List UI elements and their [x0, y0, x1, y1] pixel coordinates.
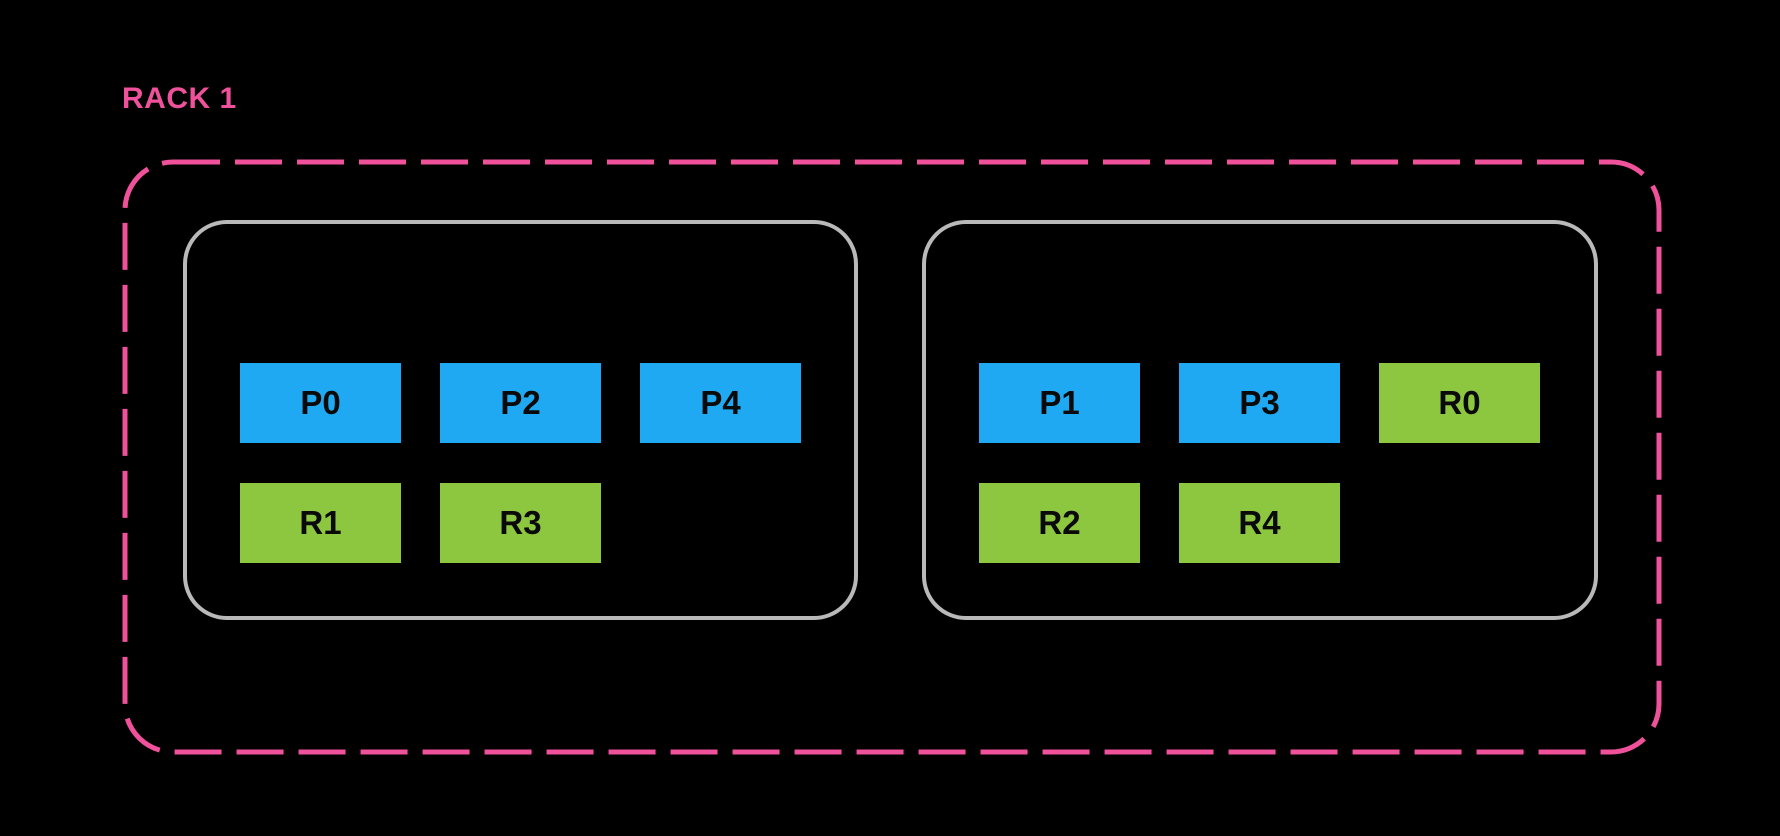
- shard-box-r3: R3: [440, 483, 601, 563]
- shard-box-p3: P3: [1179, 363, 1340, 443]
- shard-box-r0: R0: [1379, 363, 1540, 443]
- shard-box-p4: P4: [640, 363, 801, 443]
- shard-box-r1: R1: [240, 483, 401, 563]
- shard-box-p1: P1: [979, 363, 1140, 443]
- node-container-left: P0 P2 P4 R1 R3: [183, 220, 858, 620]
- node-right-top-row: P1 P3 R0: [979, 363, 1540, 443]
- node-left-bottom-row: R1 R3: [240, 483, 601, 563]
- node-container-right: P1 P3 R0 R2 R4: [922, 220, 1598, 620]
- node-left-top-row: P0 P2 P4: [240, 363, 801, 443]
- shard-box-p2: P2: [440, 363, 601, 443]
- shard-box-p0: P0: [240, 363, 401, 443]
- shard-box-r2: R2: [979, 483, 1140, 563]
- node-right-bottom-row: R2 R4: [979, 483, 1340, 563]
- shard-box-r4: R4: [1179, 483, 1340, 563]
- rack-title: RACK 1: [122, 82, 237, 115]
- rack-boundary-rect: [122, 159, 1662, 755]
